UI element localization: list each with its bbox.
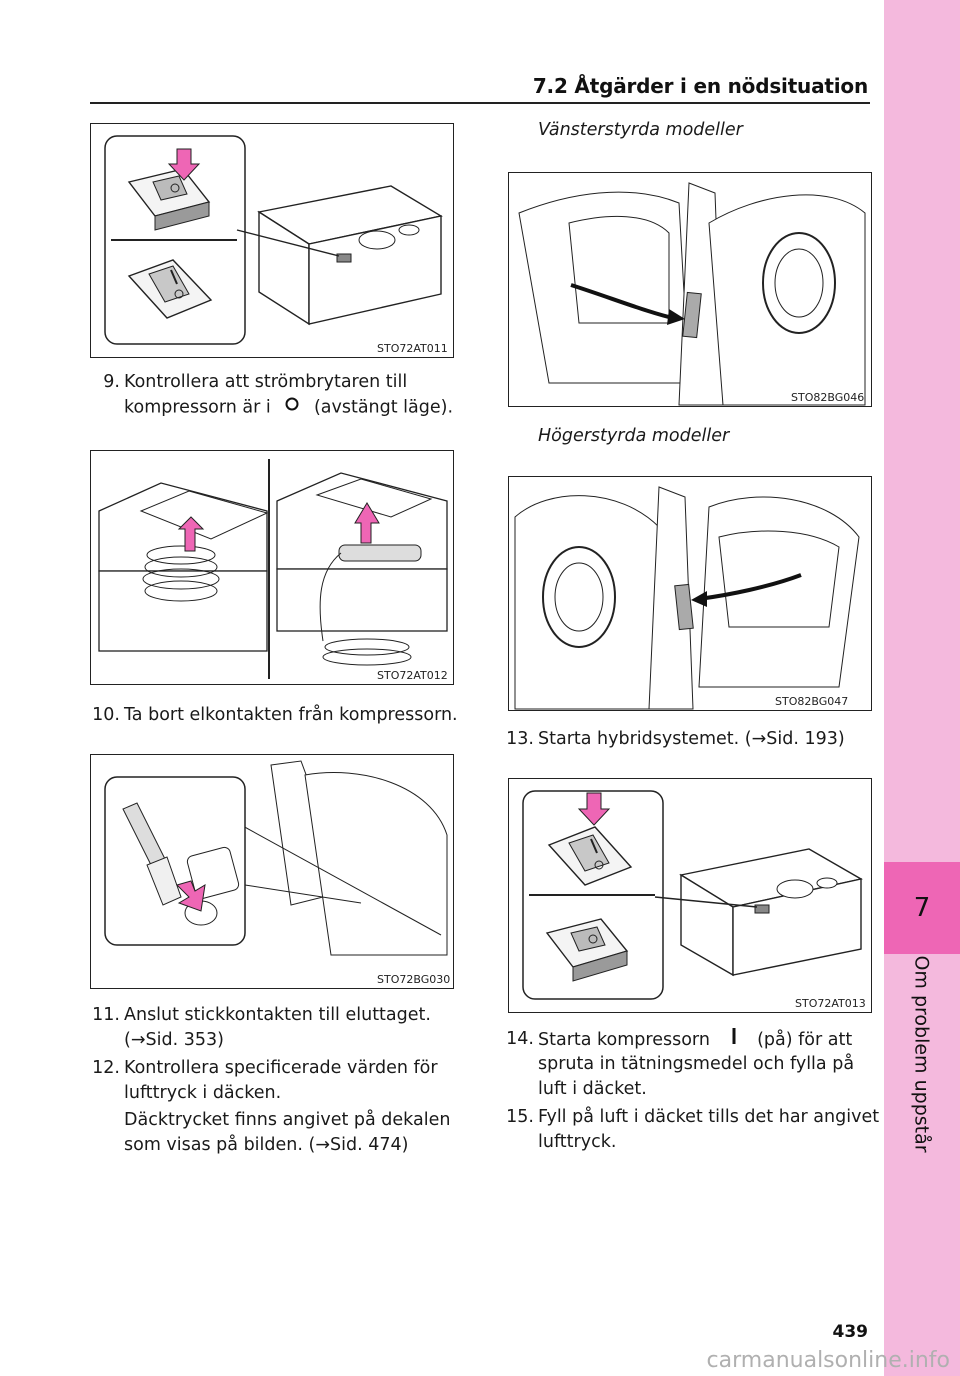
step-14: 14. Starta kompressorn (på) för att spru… xyxy=(506,1027,855,1099)
figure-compressor-switch-on: STO72AT013 xyxy=(508,778,872,1013)
page-number: 439 xyxy=(832,1322,869,1342)
step-14-text-a: Starta kompressorn xyxy=(538,1030,710,1050)
section-title: 7.2 Åtgärder i en nödsituation xyxy=(532,74,868,98)
figure-remove-cable: STO72AT012 xyxy=(90,450,454,685)
step-14-text-b: (på) för att xyxy=(757,1030,853,1050)
svg-text:STO72BG030: STO72BG030 xyxy=(377,973,450,986)
svg-text:STO72AT011: STO72AT011 xyxy=(377,342,448,355)
off-position-icon xyxy=(276,395,308,420)
on-position-icon xyxy=(716,1027,752,1053)
step-9-text-a: kompressorn är i xyxy=(124,397,271,418)
watermark: carmanualsonline.info xyxy=(706,1348,950,1373)
chapter-tab-bottom xyxy=(884,954,960,1376)
step-10: 10. Ta bort elkontakten från kompressorn… xyxy=(92,705,458,725)
lhd-models-label: Vänsterstyrda modeller xyxy=(538,120,743,140)
svg-text:STO72AT013: STO72AT013 xyxy=(795,997,866,1010)
step-12-note: Däcktrycket finns angivet på dekalen som… xyxy=(124,1110,451,1155)
figure-lhd-door-sill: STO82BG046 xyxy=(508,172,872,407)
step-11: 11. Anslut stickkontakten till eluttaget… xyxy=(92,1005,431,1050)
figure-compressor-switch: STO72AT011 xyxy=(90,123,454,358)
step-15: 15. Fyll på luft i däcket tills det har … xyxy=(506,1107,880,1152)
svg-text:STO82BG047: STO82BG047 xyxy=(775,695,848,708)
step-12: 12. Kontrollera specificerade värden för… xyxy=(92,1058,438,1103)
figure-plug-socket: STO72BG030 xyxy=(90,754,454,989)
step-9-text-b: (avstängt läge). xyxy=(313,397,454,418)
svg-text:STO72AT012: STO72AT012 xyxy=(377,669,448,682)
header-divider xyxy=(90,102,870,104)
chapter-tab-top xyxy=(884,0,960,862)
chapter-label[interactable]: Om problem uppstår xyxy=(911,955,933,1153)
rhd-models-label: Högerstyrda modeller xyxy=(538,426,730,446)
step-9: 9. Kontrollera att strömbrytaren till ko… xyxy=(90,370,454,422)
step-13: 13. Starta hybridsystemet. (→Sid. 193) xyxy=(506,729,845,749)
figure-rhd-door-sill: STO82BG047 xyxy=(508,476,872,711)
chapter-number[interactable]: 7 xyxy=(884,862,960,954)
svg-text:STO82BG046: STO82BG046 xyxy=(791,391,864,404)
